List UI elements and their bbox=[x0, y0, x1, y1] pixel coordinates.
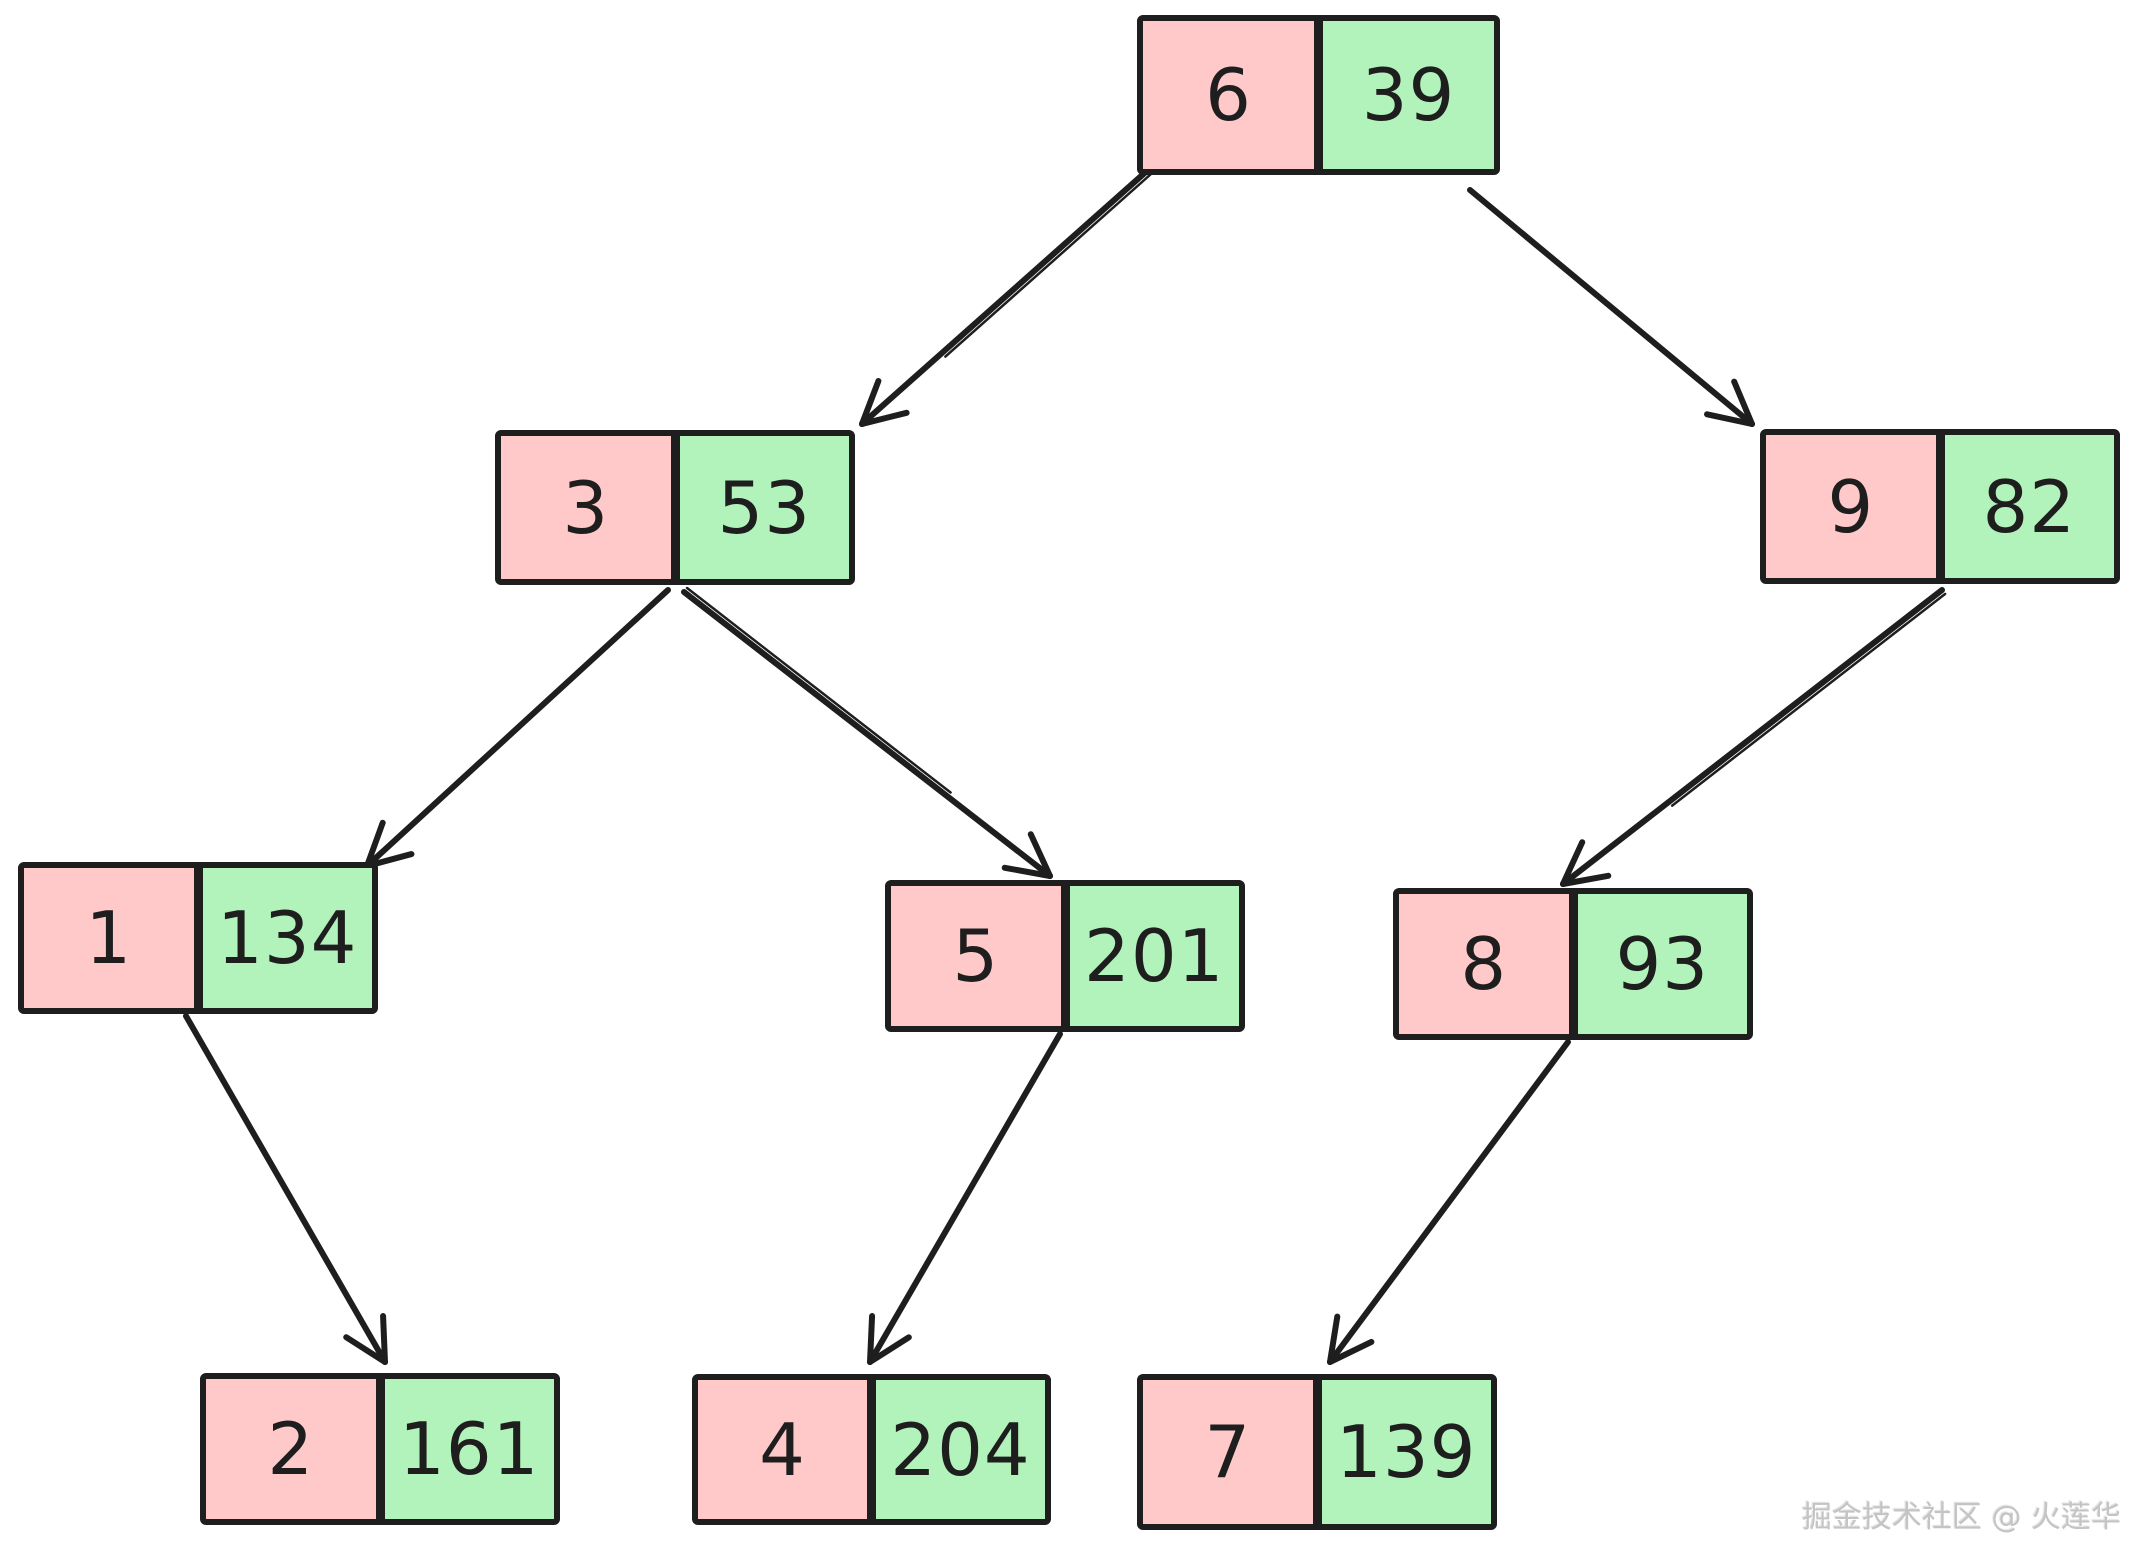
node-key: 5 bbox=[952, 914, 1000, 998]
node-value-cell: 201 bbox=[1064, 880, 1245, 1032]
node-value: 53 bbox=[717, 465, 812, 550]
arrowhead-wing bbox=[1327, 1313, 1341, 1365]
arrowhead-wing bbox=[364, 819, 386, 869]
node-value-cell: 93 bbox=[1572, 888, 1753, 1040]
arrowhead-wing bbox=[1001, 864, 1053, 879]
node-key-cell: 8 bbox=[1393, 888, 1573, 1040]
tree-node-6: 6 39 bbox=[1137, 15, 1500, 175]
edge-5-to-4 bbox=[867, 1031, 1063, 1365]
node-key-cell: 3 bbox=[495, 430, 675, 585]
arrowhead-wing bbox=[343, 1334, 388, 1365]
node-key: 1 bbox=[85, 896, 133, 980]
node-value-cell: 204 bbox=[871, 1374, 1051, 1525]
arrowhead-wing bbox=[867, 1313, 876, 1365]
tree-node-4: 4 204 bbox=[692, 1374, 1051, 1525]
node-value: 93 bbox=[1615, 922, 1710, 1006]
edge-3-to-5 bbox=[681, 586, 1053, 879]
edge-3-to-1 bbox=[364, 587, 671, 869]
tree-node-2: 2 161 bbox=[200, 1373, 560, 1525]
edge-6-to-9 bbox=[1467, 187, 1755, 427]
node-value: 139 bbox=[1336, 1410, 1477, 1494]
tree-node-9: 9 82 bbox=[1760, 429, 2120, 584]
node-key: 7 bbox=[1204, 1410, 1252, 1494]
tree-node-3: 3 53 bbox=[495, 430, 855, 585]
node-key-cell: 1 bbox=[18, 862, 198, 1014]
node-key-cell: 9 bbox=[1760, 429, 1940, 584]
tree-node-7: 7 139 bbox=[1137, 1374, 1497, 1530]
node-key-cell: 4 bbox=[692, 1374, 871, 1525]
node-value: 39 bbox=[1361, 53, 1456, 137]
node-value: 134 bbox=[217, 896, 358, 980]
node-key: 4 bbox=[759, 1407, 806, 1492]
watermark: 掘金技术社区 @ 火莲华 bbox=[1801, 1500, 2121, 1535]
node-key-cell: 2 bbox=[200, 1373, 380, 1525]
node-key: 6 bbox=[1205, 53, 1252, 137]
arrowhead-wing bbox=[380, 1313, 388, 1365]
node-value: 204 bbox=[890, 1407, 1031, 1492]
node-value: 201 bbox=[1084, 914, 1225, 998]
node-value-cell: 139 bbox=[1316, 1374, 1497, 1530]
arrowhead-wing bbox=[1731, 378, 1755, 427]
edge-8-to-7 bbox=[1327, 1039, 1571, 1365]
arrowhead-wing bbox=[1327, 1338, 1375, 1365]
arrowhead-wing bbox=[1027, 831, 1053, 879]
arrowhead-wing bbox=[1560, 872, 1612, 887]
edge-1-to-2 bbox=[183, 1013, 388, 1365]
node-value: 161 bbox=[399, 1407, 540, 1491]
arrowhead-wing bbox=[1704, 411, 1755, 427]
edge-9-to-8 bbox=[1560, 587, 1947, 887]
node-key: 8 bbox=[1460, 922, 1508, 1006]
tree-node-8: 8 93 bbox=[1393, 888, 1753, 1040]
node-value-cell: 39 bbox=[1318, 15, 1500, 175]
arrowhead-wing bbox=[1560, 839, 1586, 887]
node-key-cell: 6 bbox=[1137, 15, 1318, 175]
edge-6-to-3 bbox=[859, 167, 1153, 427]
node-key-cell: 7 bbox=[1137, 1374, 1317, 1530]
node-value-cell: 53 bbox=[674, 430, 855, 585]
tree-node-1: 1 134 bbox=[18, 862, 378, 1014]
node-key: 9 bbox=[1827, 464, 1875, 549]
node-value-cell: 161 bbox=[379, 1373, 560, 1525]
arrowhead-wing bbox=[859, 409, 910, 427]
arrowhead-wing bbox=[867, 1334, 912, 1365]
arrowhead-wing bbox=[859, 378, 882, 427]
node-key-cell: 5 bbox=[885, 880, 1065, 1032]
node-value-cell: 82 bbox=[1939, 429, 2120, 584]
node-value: 82 bbox=[1982, 464, 2077, 549]
tree-node-5: 5 201 bbox=[885, 880, 1245, 1032]
node-key: 2 bbox=[267, 1407, 315, 1491]
node-value-cell: 134 bbox=[197, 862, 378, 1014]
node-key: 3 bbox=[562, 465, 610, 550]
